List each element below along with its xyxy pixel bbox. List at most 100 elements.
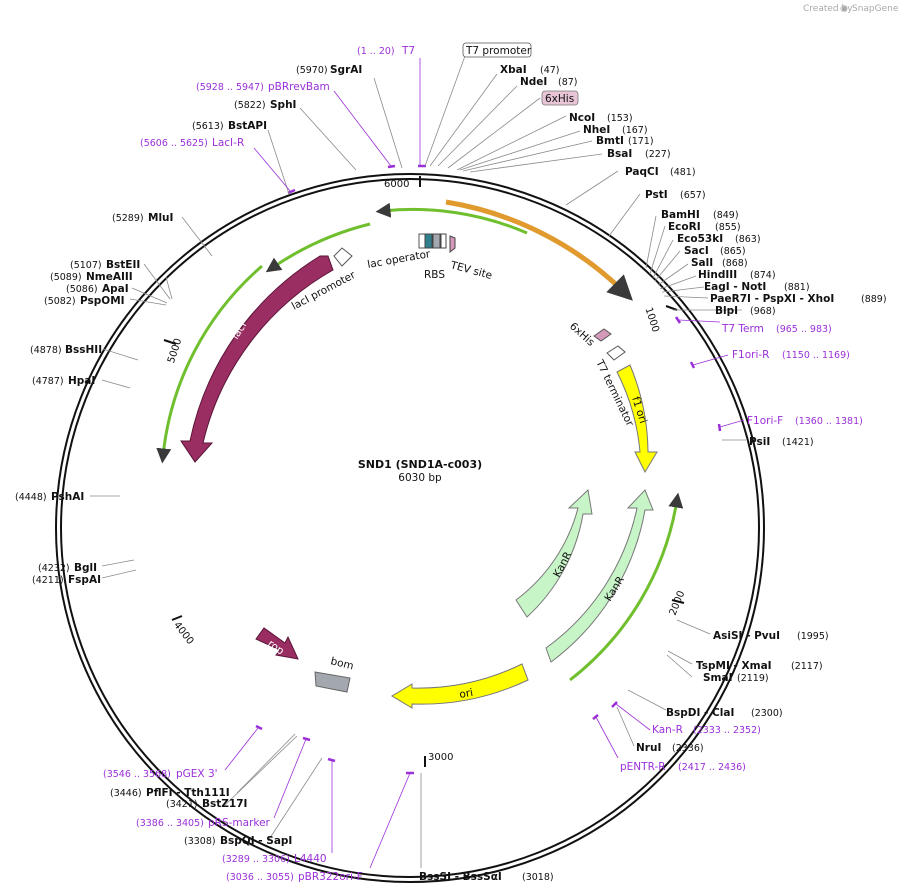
t7-terminator-box[interactable] bbox=[606, 345, 626, 361]
orf-arc-right bbox=[569, 492, 684, 682]
site-name: TspMI - XmaI bbox=[696, 660, 772, 672]
tick-label-2000: 2000 bbox=[668, 589, 688, 617]
lac-operator-label: lac operator bbox=[366, 248, 431, 271]
site-name: BstZ17I bbox=[202, 798, 247, 810]
site-num: (5089) bbox=[50, 272, 82, 283]
primer-num: (3546 .. 3568) bbox=[103, 769, 171, 780]
laci-promoter-arrow[interactable] bbox=[333, 247, 353, 267]
site-num: (4448) bbox=[15, 492, 47, 503]
site-name: PaqCI bbox=[625, 166, 659, 178]
site-num: (868) bbox=[722, 258, 748, 269]
primer-num: (3289 .. 3306) bbox=[222, 854, 290, 865]
primer-name: T7 Term bbox=[721, 323, 764, 335]
primer-name: T7 bbox=[401, 45, 415, 57]
site-num: (1421) bbox=[782, 437, 814, 448]
orf-arc-orange bbox=[445, 199, 633, 301]
site-num: (874) bbox=[750, 270, 776, 281]
site-num: (889) bbox=[861, 294, 887, 305]
site-name: NruI bbox=[636, 742, 661, 754]
primer-num: (3386 .. 3405) bbox=[136, 818, 204, 829]
backbone-outer-ring bbox=[55, 173, 765, 883]
site-num: (4787) bbox=[32, 376, 64, 387]
site-num: (5613) bbox=[192, 121, 224, 132]
site-name: BssSI - BssSαI bbox=[419, 871, 502, 883]
site-name: SgrAI bbox=[330, 64, 362, 76]
site-num: (5970) bbox=[296, 65, 328, 76]
kanr-arrow-2[interactable] bbox=[545, 489, 654, 663]
primer-num: (2333 .. 2352) bbox=[693, 725, 761, 736]
site-name: PstI bbox=[645, 189, 668, 201]
primer-name: LacI-R bbox=[212, 137, 244, 149]
site-name: ApaI bbox=[102, 283, 129, 295]
his-tag-box-dark[interactable] bbox=[424, 233, 433, 249]
site-num: (4232) bbox=[38, 563, 70, 574]
tev-site-box[interactable] bbox=[449, 235, 456, 254]
site-num: (3018) bbox=[522, 872, 554, 883]
site-name: SmaI bbox=[703, 672, 733, 684]
site-name: BstAPI bbox=[228, 120, 267, 132]
site-num: (881) bbox=[784, 282, 810, 293]
orf-arc-upper-left bbox=[265, 222, 371, 273]
snapgene-brand-text: SnapGene bbox=[852, 4, 899, 14]
site-num: (227) bbox=[645, 149, 671, 160]
his-tag-inner-box[interactable] bbox=[593, 328, 612, 342]
site-name: SalI bbox=[691, 257, 713, 269]
orf-arc-top-left bbox=[375, 202, 528, 235]
primer-num: (965 .. 983) bbox=[776, 324, 832, 335]
ori-arrow[interactable] bbox=[391, 663, 529, 709]
site-name: BglI bbox=[74, 562, 97, 574]
backbone-inner-ring bbox=[60, 178, 760, 878]
rbs-label: RBS bbox=[424, 269, 445, 281]
site-leaders bbox=[90, 55, 746, 868]
site-num: (855) bbox=[715, 222, 741, 233]
laci-gene-arrow[interactable] bbox=[180, 255, 334, 463]
site-num: (2336) bbox=[672, 743, 704, 754]
site-name: BsaI bbox=[607, 148, 632, 160]
site-num: (968) bbox=[750, 306, 776, 317]
site-num: (863) bbox=[735, 234, 761, 245]
site-name: AsiSI - PvuI bbox=[713, 630, 780, 642]
site-name: PsiI bbox=[749, 436, 770, 448]
site-name: BamHI bbox=[661, 209, 700, 221]
site-num: (5082) bbox=[44, 296, 76, 307]
his-tag-label: 6xHis bbox=[545, 93, 574, 105]
lac-operator-box[interactable] bbox=[418, 233, 426, 249]
primer-leaders bbox=[224, 58, 745, 869]
bom-box[interactable] bbox=[314, 671, 351, 693]
site-name: EagI - NotI bbox=[704, 281, 766, 293]
site-num: (5086) bbox=[66, 284, 98, 295]
site-name: HindIII bbox=[698, 269, 737, 281]
site-num: (167) bbox=[622, 125, 648, 136]
rop-arrow[interactable] bbox=[255, 627, 299, 660]
site-num: (4211) bbox=[32, 575, 64, 586]
plasmid-title: SND1 (SND1A-c003) bbox=[358, 458, 482, 471]
site-name: PspOMI bbox=[80, 295, 125, 307]
created-by-text: Created by bbox=[803, 4, 853, 14]
f1-ori-arrow[interactable] bbox=[616, 364, 658, 474]
site-name: FspAI bbox=[68, 574, 101, 586]
primer-name: pBR322ori-F bbox=[298, 871, 363, 883]
site-name: EcoRI bbox=[668, 221, 701, 233]
primer-num: (1150 .. 1169) bbox=[782, 350, 850, 361]
site-name: XbaI bbox=[500, 64, 527, 76]
site-num: (481) bbox=[670, 167, 696, 178]
site-num: (47) bbox=[540, 65, 560, 76]
site-num: (4878) bbox=[30, 345, 62, 356]
site-name: BspDI - ClaI bbox=[666, 707, 734, 719]
site-name: BssHII bbox=[65, 344, 102, 356]
kanr-arrow-1[interactable] bbox=[515, 488, 593, 618]
site-name: NcoI bbox=[569, 112, 595, 124]
site-name: MluI bbox=[148, 212, 173, 224]
tick-label-3000: 3000 bbox=[428, 752, 453, 763]
tev-site-label: TEV site bbox=[448, 259, 493, 282]
primer-name: pBRrevBam bbox=[268, 81, 330, 93]
bom-label: bom bbox=[329, 655, 355, 672]
site-num: (657) bbox=[680, 190, 706, 201]
tick-label-1000: 1000 bbox=[643, 306, 661, 334]
site-num: (865) bbox=[720, 246, 746, 257]
site-name: NheI bbox=[583, 124, 610, 136]
his-tag-label-box bbox=[541, 90, 579, 106]
rbs-box[interactable] bbox=[432, 233, 441, 249]
